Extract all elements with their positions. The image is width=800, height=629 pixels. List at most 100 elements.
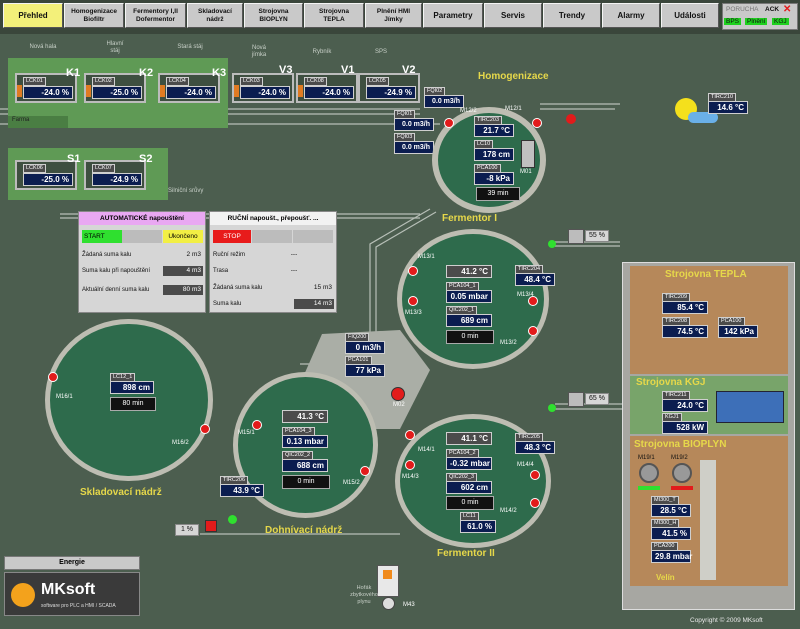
energie-button[interactable]: Energie — [4, 556, 140, 570]
motor-m14-1[interactable] — [405, 430, 415, 440]
flare-burner-icon[interactable] — [377, 565, 399, 597]
tank-box-k2[interactable]: LCK02 -25.0 % — [84, 73, 146, 103]
lck02-tag: LCK02 — [92, 77, 115, 86]
cogeneration-unit-icon[interactable] — [716, 391, 784, 423]
pca100-tepla-value[interactable]: 142 kPa — [718, 325, 758, 338]
valve-red-icon[interactable] — [566, 114, 576, 124]
tirc205-value[interactable]: 48.3 °C — [515, 441, 555, 454]
auto-start-button[interactable]: START — [82, 230, 123, 243]
nav-parametry[interactable]: Parametry — [423, 3, 483, 28]
fermentor1-title: Fermentor I — [442, 213, 498, 224]
motor-m14-3[interactable] — [405, 460, 415, 470]
suma-pri-napousteni-label: Suma kalu při napouštění — [82, 268, 151, 274]
tank-box-s2[interactable]: LCK07 -24.9 % — [84, 160, 146, 190]
tank-box-v2[interactable]: LCK05 -24.9 % — [358, 73, 420, 103]
cloud-icon — [688, 112, 718, 123]
motor-m12-2[interactable] — [444, 118, 454, 128]
mi300h-value[interactable]: 41.5 % — [651, 527, 691, 540]
nav-trendy[interactable]: Trendy — [543, 3, 601, 28]
nav-tepla[interactable]: Strojovna TEPLA — [304, 3, 364, 28]
tank-box-s1[interactable]: LCK06 -25.0 % — [15, 160, 77, 190]
fan-m43-icon[interactable] — [382, 597, 395, 610]
tirc204-value[interactable]: 48.4 °C — [515, 273, 555, 286]
nav-servis[interactable]: Servis — [484, 3, 542, 28]
mi300t-value[interactable]: 28.5 °C — [651, 504, 691, 517]
valve-f2-icon[interactable] — [568, 392, 584, 407]
fermentor1-temp: 41.2 °C — [446, 265, 492, 278]
pca101-value[interactable]: 77 kPa — [345, 364, 385, 377]
lck04-tag: LCK04 — [166, 77, 189, 86]
motor-m16-1[interactable] — [48, 372, 58, 382]
motor-m15-2[interactable] — [360, 466, 370, 476]
motor-m13-2[interactable] — [528, 326, 538, 336]
tirc210-value[interactable]: 14.6 °C — [708, 101, 748, 114]
flare-flame — [383, 570, 392, 579]
manual-zadana-value[interactable]: 15 m3 — [294, 283, 334, 293]
tirc203-value[interactable]: 21.7 °C — [474, 124, 514, 137]
zadana-suma-value[interactable]: 2 m3 — [163, 250, 203, 260]
tirc211-value[interactable]: 24.0 °C — [662, 399, 708, 412]
fqi02-value[interactable]: 0.0 m3/h — [424, 95, 464, 108]
f2-valve-green-icon[interactable] — [548, 404, 556, 412]
tirc206-value[interactable]: 43.9 °C — [220, 484, 264, 497]
nav-prehled[interactable]: Přehled — [3, 3, 63, 28]
qic202-1-value[interactable]: 689 cm — [446, 314, 492, 327]
motor-m13-4[interactable] — [528, 296, 538, 306]
qic202-3-value[interactable]: 602 cm — [446, 481, 492, 494]
nav-alarmy[interactable]: Alarmy — [602, 3, 660, 28]
nav-homogenizace[interactable]: Homogenizace Biofiltr — [64, 3, 124, 28]
lc11-value[interactable]: 61.0 % — [460, 520, 496, 533]
m14-2-label: M14/2 — [500, 508, 517, 514]
motor-m12-1[interactable] — [532, 118, 542, 128]
tank-box-k1[interactable]: LCK01 -24.0 % — [15, 73, 77, 103]
lck03-value: -24.0 % — [240, 86, 290, 99]
motor-m16-2[interactable] — [200, 424, 210, 434]
tank-box-v1[interactable]: LCK08 -24.0 % — [296, 73, 358, 103]
trasa-value[interactable]: --- — [255, 266, 333, 276]
kgj1-value[interactable]: 528 kW — [662, 421, 708, 434]
auto-fill-panel: AUTOMATICKÉ napouštění START Ukončeno Žá… — [78, 211, 206, 313]
dohniv-valve-icon[interactable] — [205, 520, 217, 532]
nav-skladovaci[interactable]: Skladovací nádrž — [187, 3, 243, 28]
tirc208-value[interactable]: 74.5 °C — [662, 325, 708, 338]
motor-m14-4[interactable] — [530, 470, 540, 480]
nav-fermentory[interactable]: Fermentory I,II Dofermentor — [125, 3, 186, 28]
manual-zadana-label: Žádaná suma kalu — [213, 285, 263, 291]
fqi01-value[interactable]: 0.0 m3/h — [394, 118, 434, 131]
manual-stop-button[interactable]: STOP — [213, 230, 251, 243]
rucni-rezim-value[interactable]: --- — [255, 250, 333, 260]
m19-2-status — [671, 486, 693, 490]
fqi03-value[interactable]: 0.0 m3/h — [394, 141, 434, 154]
fiq200-value[interactable]: 0 m3/h — [345, 341, 385, 354]
motor-m15-1[interactable] — [252, 420, 262, 430]
blower-m19-1-icon[interactable] — [639, 463, 659, 483]
ack-button[interactable]: ACK — [765, 6, 780, 13]
dohniv-green-valve-icon[interactable] — [228, 515, 237, 524]
nav-udalosti[interactable]: Události — [661, 3, 719, 28]
tank-box-v3[interactable]: LCK03 -24.0 % — [232, 73, 294, 103]
nav-plneni[interactable]: Plnění HMI Jímky — [365, 3, 422, 28]
tirc209-value[interactable]: 85.4 °C — [662, 301, 708, 314]
manual-panel-title: RUČNÍ napoušt., přepoušť. ... — [210, 212, 336, 225]
pca200-value[interactable]: 29.8 mbar — [651, 550, 692, 563]
nav-bioplyn[interactable]: Strojovna BIOPLYN — [244, 3, 303, 28]
lck03-tag: LCK03 — [240, 77, 263, 86]
lck01-value: -24.0 % — [23, 86, 73, 99]
qic202-2-value[interactable]: 688 cm — [282, 459, 328, 472]
f1-valve-green-icon[interactable] — [548, 240, 556, 248]
blower-m19-2-icon[interactable] — [672, 463, 692, 483]
s1-label: S1 — [67, 153, 81, 165]
lc10-value[interactable]: 178 cm — [474, 148, 514, 161]
tank-box-k3[interactable]: LCK04 -24.0 % — [158, 73, 220, 103]
motor-m13-1[interactable] — [408, 266, 418, 276]
motor-m14-2[interactable] — [530, 498, 540, 508]
pca104-3-value[interactable]: 0.13 mbar — [282, 435, 328, 448]
valve-f1-icon[interactable] — [568, 229, 584, 244]
lc12-1-value[interactable]: 898 cm — [110, 381, 154, 394]
pca104-2-value[interactable]: -0.32 mbar — [446, 457, 492, 470]
pca100-homog-value[interactable]: -8 kPa — [474, 172, 514, 185]
motor-m13-3[interactable] — [408, 296, 418, 306]
pump-m02-icon[interactable] — [391, 387, 405, 401]
heater-m01-icon[interactable] — [521, 140, 535, 168]
pca104-1-value[interactable]: 0.05 mbar — [446, 290, 492, 303]
